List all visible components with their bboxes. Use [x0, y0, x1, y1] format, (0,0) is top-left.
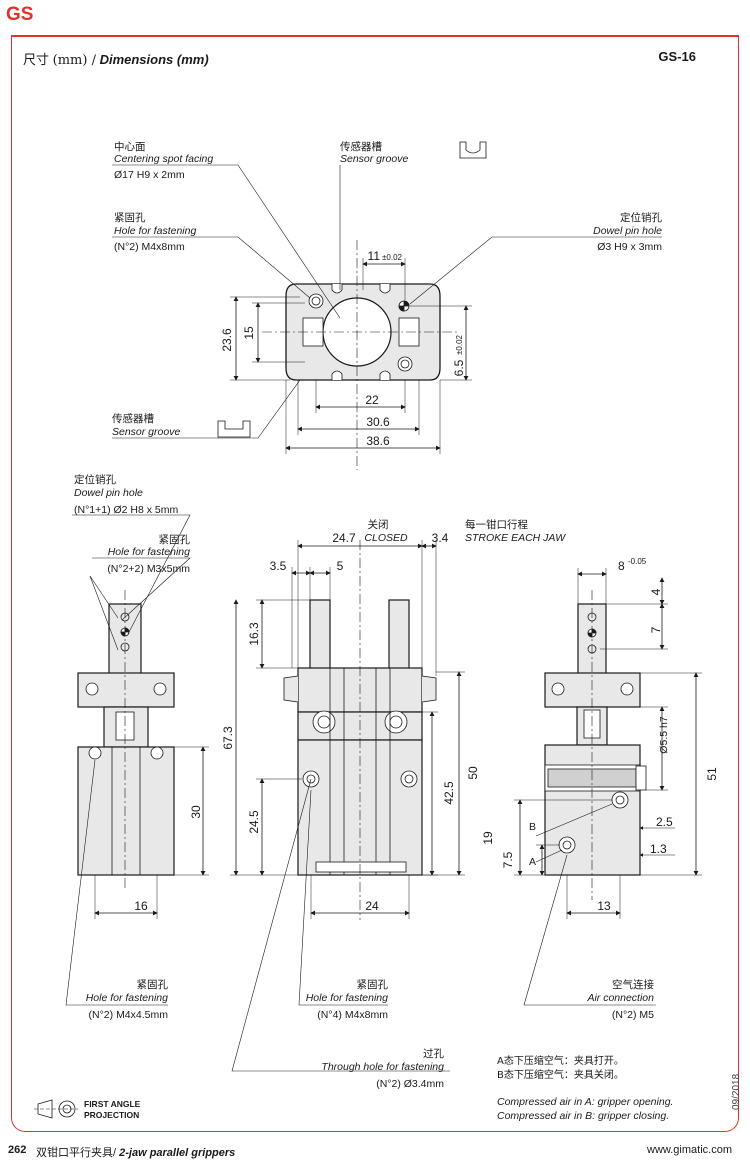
dowel-en: Dowel pin hole [593, 225, 662, 237]
closed-cn: 关闭 [368, 518, 389, 531]
page-number: 262 [8, 1144, 27, 1156]
note-a-en: Compressed air in A: gripper opening. [497, 1096, 674, 1108]
dim-38-6: 38.6 [366, 434, 390, 448]
sensor2-en: Sensor groove [112, 426, 180, 438]
dim-5: 5 [337, 559, 344, 573]
left-dowel-en: Dowel pin hole [74, 487, 143, 499]
centering-en: Centering spot facing [114, 153, 213, 165]
page-title: 尺寸 (mm) / Dimensions (mm) [23, 49, 209, 68]
left-bottom-en: Hole for fastening [86, 992, 168, 1004]
page-frame [11, 35, 739, 1132]
front-bottom-en: Hole for fastening [306, 992, 388, 1004]
dim-4: 4 [649, 588, 663, 595]
dowel-cn: 定位销孔 [620, 211, 662, 224]
fasten-en: Hole for fastening [114, 225, 196, 237]
title-unit: (mm) / [52, 53, 96, 68]
model-number: GS-16 [658, 49, 696, 64]
note-b-en: Compressed air in B: gripper closing. [497, 1110, 670, 1122]
air-notes: A态下压缩空气：夹具打开。 B态下压缩空气：夹具关闭。 Compressed a… [497, 1055, 673, 1123]
through-cn: 过孔 [423, 1047, 444, 1060]
series-label: GS [6, 4, 34, 25]
dim-24-5: 24.5 [247, 810, 261, 834]
title-en: Dimensions (mm) [99, 52, 209, 67]
projection-line1: FIRST ANGLE [84, 1099, 141, 1109]
sensor-cn: 传感器槽 [340, 140, 382, 153]
dim-15: 15 [242, 326, 256, 340]
dim-24-7: 24.7 [332, 531, 356, 545]
dim-67-3: 67.3 [221, 726, 235, 750]
left-fasten-en: Hole for fastening [108, 546, 190, 558]
dim-1-3-small: 1.3 [650, 842, 667, 856]
front-view [283, 540, 437, 920]
fasten-val: (N°2) M4x8mm [114, 241, 185, 253]
dim-7-5: 7.5 [501, 851, 515, 868]
dim-24: 24 [365, 899, 379, 913]
closed-en: CLOSED [364, 532, 408, 544]
air-en: Air connection [586, 992, 654, 1004]
dim-50: 50 [466, 766, 480, 780]
dim-16-3: 16.3 [247, 622, 261, 646]
dim-51: 51 [705, 767, 719, 781]
dim-11: 11 [368, 249, 381, 263]
dim-2-5: 2.5 [656, 815, 673, 829]
dim-7: 7 [649, 626, 663, 633]
port-a-label: A [529, 856, 536, 868]
stroke-cn: 每一钳口行程 [465, 518, 528, 531]
left-bottom-cn: 紧固孔 [137, 978, 169, 991]
dim-8-tol: -0.05 [628, 557, 647, 566]
sensor2-cn: 传感器槽 [112, 412, 154, 425]
dim-6-5-tol: ±0.02 [455, 334, 464, 355]
air-val: (N°2) M5 [612, 1009, 654, 1021]
frame-top-line [11, 35, 739, 37]
dim-8: 8 [618, 559, 625, 573]
air-cn: 空气连接 [612, 978, 654, 991]
left-fasten-cn: 紧固孔 [159, 533, 191, 546]
left-dowel-cn: 定位销孔 [74, 473, 116, 486]
footer-cat-en: 2-jaw parallel grippers [119, 1147, 236, 1159]
footer-cat-cn: 双钳口平行夹具/ [36, 1147, 117, 1159]
header-bar: GS [0, 0, 750, 35]
note-b-cn: B态下压缩空气：夹具关闭。 [497, 1070, 624, 1081]
sensor-en: Sensor groove [340, 153, 408, 165]
dim-5-5-h7: Ø5.5 h7 [658, 716, 670, 754]
revision-date: 09/2018 [731, 1073, 742, 1110]
projection-line2: PROJECTION [84, 1110, 140, 1120]
top-view [262, 240, 460, 470]
dim-22: 22 [365, 393, 379, 407]
drawing-labels: 中心面 Centering spot facing Ø17 H9 x 2mm 传… [74, 140, 719, 1090]
port-b-label: B [529, 821, 536, 833]
dim-23-6: 23.6 [220, 328, 234, 352]
left-bottom-val: (N°2) M4x4.5mm [89, 1009, 169, 1021]
left-side-view [77, 590, 175, 890]
dim-6-5: 6.5 [452, 359, 466, 376]
first-angle-projection-icon [34, 1099, 78, 1119]
stroke-en: STROKE EACH JAW [465, 532, 566, 544]
dim-3-5: 3.5 [270, 559, 287, 573]
fasten-cn: 紧固孔 [114, 211, 146, 224]
dim-30-6: 30.6 [366, 415, 390, 429]
right-side-view [544, 590, 647, 900]
dowel-val: Ø3 H9 x 3mm [597, 241, 662, 253]
dim-11-tol: ±0.02 [382, 253, 403, 262]
centering-val: Ø17 H9 x 2mm [114, 169, 185, 181]
dim-42-5: 42.5 [442, 781, 456, 805]
front-bottom-cn: 紧固孔 [357, 978, 389, 991]
dim-19: 19 [481, 831, 495, 845]
through-en: Through hole for fastening [321, 1061, 444, 1073]
front-bottom-val: (N°4) M4x8mm [317, 1009, 388, 1021]
note-a-cn: A态下压缩空气：夹具打开。 [497, 1056, 624, 1067]
dim-13: 13 [597, 899, 611, 913]
title-cn: 尺寸 [23, 53, 50, 68]
dim-30: 30 [189, 805, 203, 819]
dim-3-4: 3.4 [432, 531, 449, 545]
through-val: (N°2) Ø3.4mm [376, 1078, 444, 1090]
left-fasten-val: (N°2+2) M3x5mm [107, 563, 190, 575]
footer-url: www.gimatic.com [647, 1144, 732, 1156]
centering-cn: 中心面 [114, 140, 146, 153]
left-dowel-val: (N°1+1) Ø2 H8 x 5mm [74, 504, 179, 516]
projection-label: FIRST ANGLE PROJECTION [84, 1099, 140, 1121]
footer-category: 双钳口平行夹具/ 2-jaw parallel grippers [36, 1144, 235, 1160]
dim-16: 16 [134, 899, 148, 913]
